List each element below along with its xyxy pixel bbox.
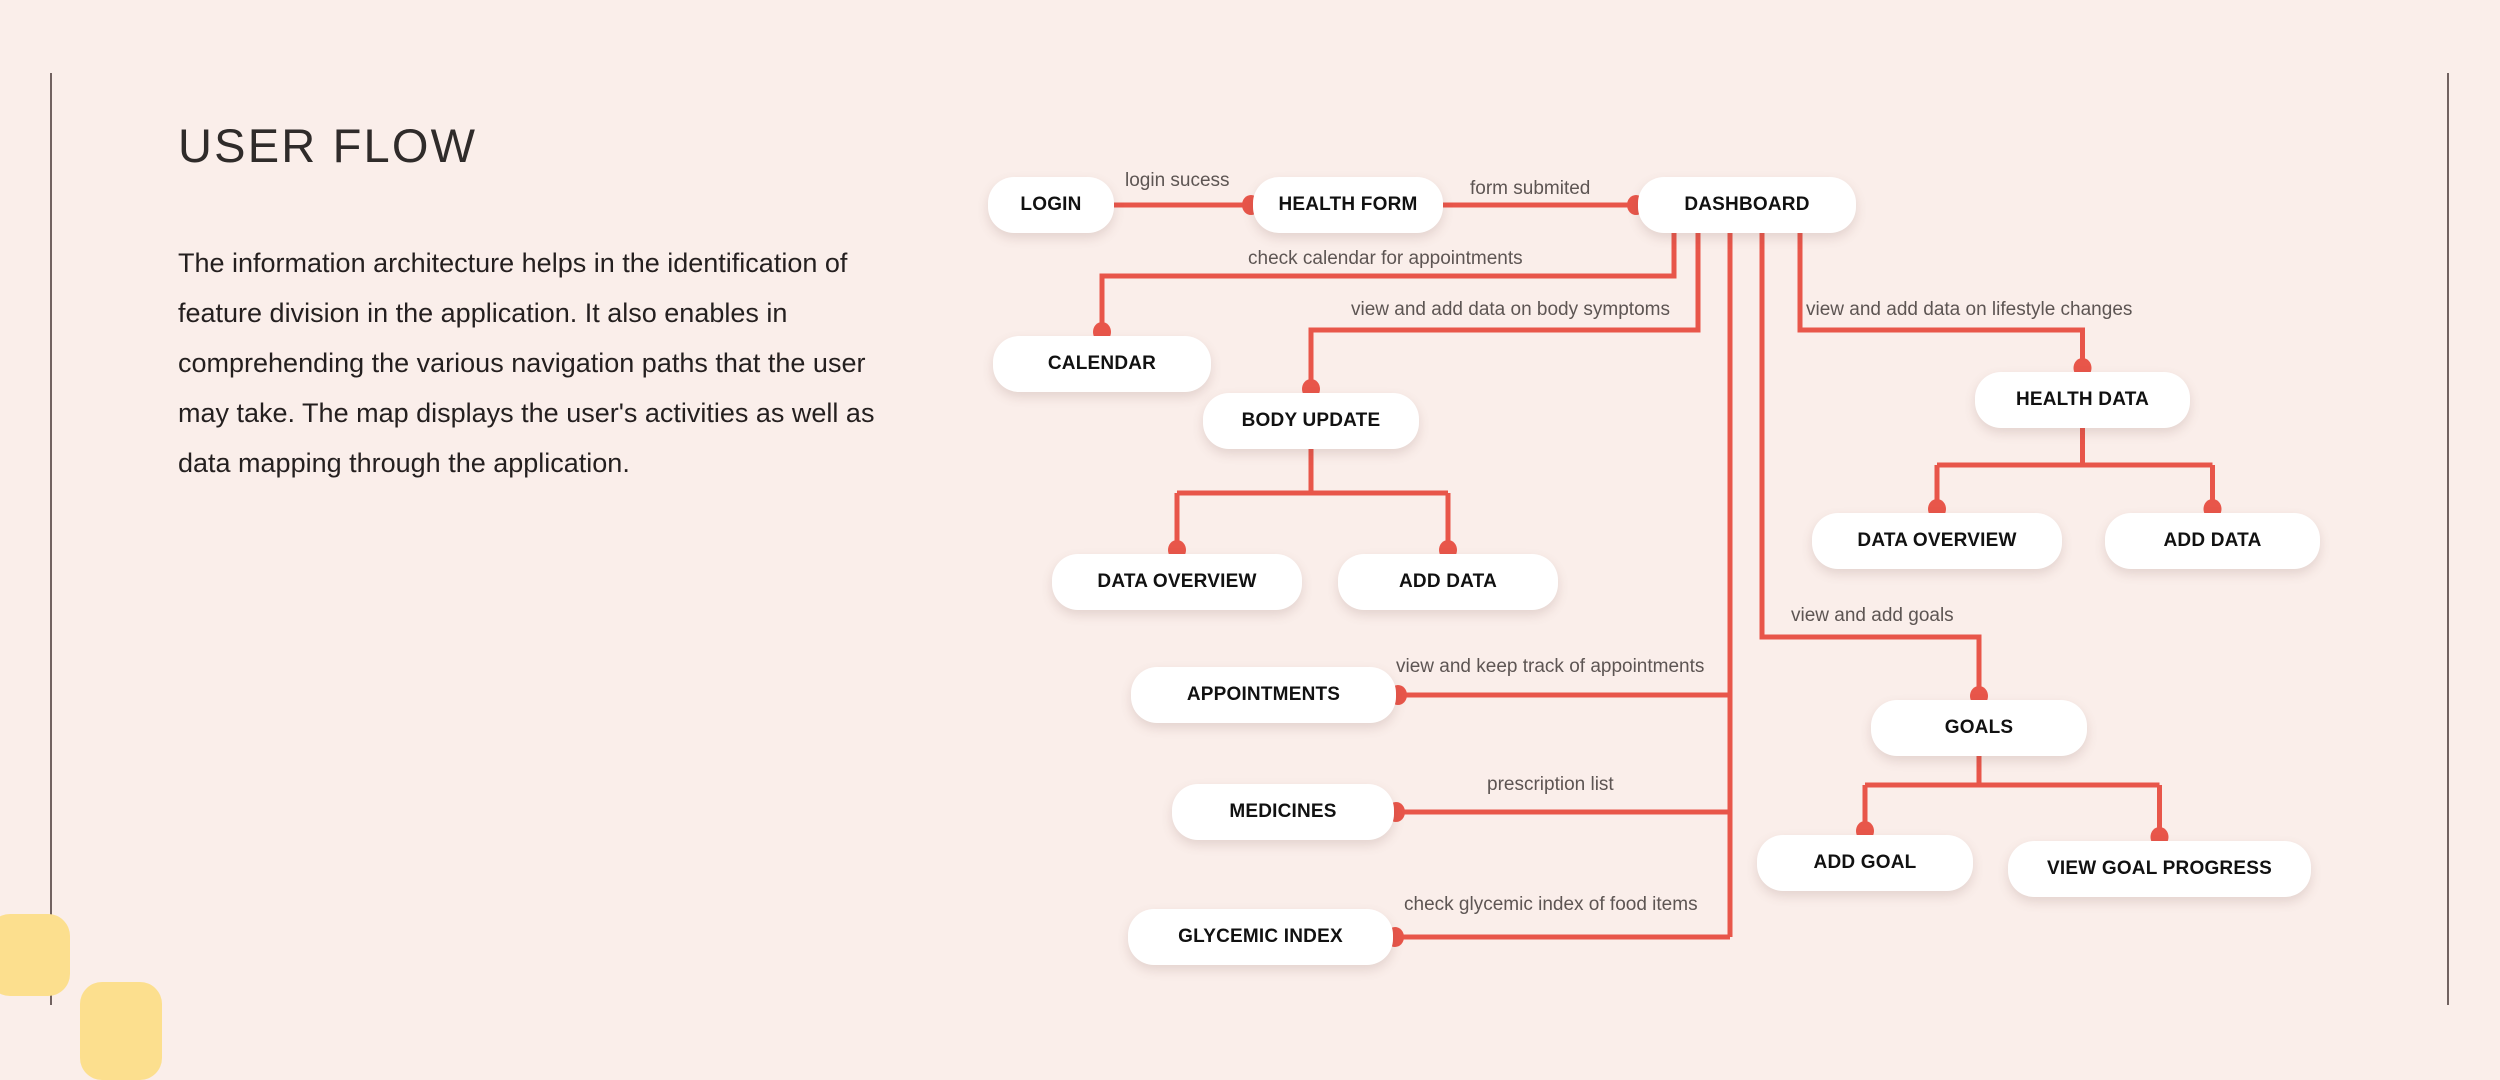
edge-label-dashboard-to-goals: view and add goals bbox=[1791, 605, 1954, 626]
node-label: MEDICINES bbox=[1229, 801, 1337, 822]
node-label: GLYCEMIC INDEX bbox=[1178, 926, 1343, 947]
edge-label-dashboard-to-calendar: check calendar for appointments bbox=[1248, 248, 1523, 269]
node-body-add-data[interactable]: ADD DATA bbox=[1338, 554, 1558, 610]
node-add-goal[interactable]: ADD GOAL bbox=[1757, 835, 1973, 891]
node-view-goal-progress[interactable]: VIEW GOAL PROGRESS bbox=[2008, 841, 2311, 897]
node-label: LOGIN bbox=[1020, 194, 1082, 215]
node-label: DASHBOARD bbox=[1684, 194, 1810, 215]
node-label: ADD DATA bbox=[2163, 530, 2262, 551]
left-vertical-rule bbox=[50, 73, 52, 1005]
edge-label-dashboard-to-medicines: prescription list bbox=[1487, 774, 1614, 795]
node-body-data-overview[interactable]: DATA OVERVIEW bbox=[1052, 554, 1302, 610]
node-label: DATA OVERVIEW bbox=[1097, 571, 1257, 592]
page-title: USER FLOW bbox=[178, 119, 478, 172]
edge-label-dashboard-to-health-data: view and add data on lifestyle changes bbox=[1806, 299, 2133, 320]
edge-label-dashboard-to-body-update: view and add data on body symptoms bbox=[1351, 299, 1670, 320]
node-label: BODY UPDATE bbox=[1241, 410, 1381, 431]
node-body-update[interactable]: BODY UPDATE bbox=[1203, 393, 1419, 449]
node-dashboard[interactable]: DASHBOARD bbox=[1638, 177, 1856, 233]
node-label: VIEW GOAL PROGRESS bbox=[2047, 858, 2272, 879]
node-glycemic-index[interactable]: GLYCEMIC INDEX bbox=[1128, 909, 1393, 965]
node-appointments[interactable]: APPOINTMENTS bbox=[1131, 667, 1396, 723]
node-login[interactable]: LOGIN bbox=[988, 177, 1114, 233]
node-hd-add-data[interactable]: ADD DATA bbox=[2105, 513, 2320, 569]
node-hd-data-overview[interactable]: DATA OVERVIEW bbox=[1812, 513, 2062, 569]
node-health-form[interactable]: HEALTH FORM bbox=[1253, 177, 1443, 233]
edge-dashboard-to-body-update bbox=[1308, 233, 1701, 387]
node-health-data[interactable]: HEALTH DATA bbox=[1975, 372, 2190, 428]
square-1 bbox=[0, 914, 70, 996]
node-label: HEALTH FORM bbox=[1278, 194, 1418, 215]
edge-dashboard-to-calendar bbox=[1099, 233, 1677, 330]
node-label: ADD DATA bbox=[1399, 571, 1497, 592]
node-label: ADD GOAL bbox=[1813, 852, 1917, 873]
page-description: The information architecture helps in th… bbox=[178, 248, 875, 478]
node-label: GOALS bbox=[1944, 717, 2014, 738]
edge-label-login-to-health-form: login sucess bbox=[1125, 170, 1230, 191]
node-label: CALENDAR bbox=[1047, 353, 1157, 374]
edge-label-dashboard-to-glycemic-index: check glycemic index of food items bbox=[1404, 894, 1698, 915]
edge-label-dashboard-to-appointments: view and keep track of appointments bbox=[1396, 656, 1705, 677]
edge-dashboard-to-goals bbox=[1759, 233, 1982, 694]
node-goals[interactable]: GOALS bbox=[1871, 700, 2087, 756]
edge-label-health-form-to-dashboard: form submited bbox=[1470, 178, 1591, 199]
edge-dashboard-to-health-data bbox=[1797, 233, 2085, 366]
node-label: HEALTH DATA bbox=[2015, 389, 2150, 410]
node-label: APPOINTMENTS bbox=[1186, 684, 1341, 705]
square-2 bbox=[80, 982, 162, 1080]
node-medicines[interactable]: MEDICINES bbox=[1172, 784, 1394, 840]
right-vertical-rule bbox=[2447, 73, 2449, 1005]
node-label: DATA OVERVIEW bbox=[1857, 530, 2017, 551]
node-calendar[interactable]: CALENDAR bbox=[993, 336, 1211, 392]
